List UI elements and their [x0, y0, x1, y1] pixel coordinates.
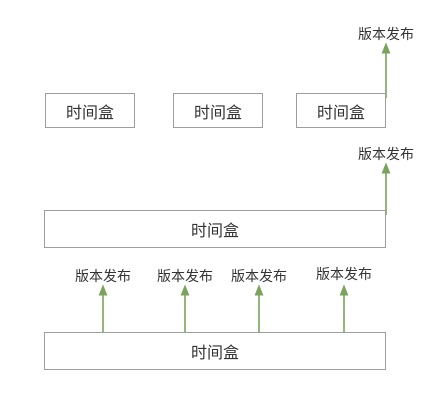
release-label-row2: 版本发布: [358, 147, 414, 163]
release-label-row3-3: 版本发布: [231, 269, 287, 285]
timebox-row2: 时间盒: [44, 210, 386, 248]
release-label-row1: 版本发布: [358, 27, 414, 43]
timebox-row1-1: 时间盒: [45, 93, 135, 128]
release-label-row3-4: 版本发布: [316, 267, 372, 283]
timebox-row1-3: 时间盒: [296, 93, 386, 128]
timebox-row3: 时间盒: [44, 332, 386, 370]
timebox-row1-2: 时间盒: [173, 93, 263, 128]
release-label-row3-1: 版本发布: [75, 269, 131, 285]
release-label-row3-2: 版本发布: [157, 269, 213, 285]
